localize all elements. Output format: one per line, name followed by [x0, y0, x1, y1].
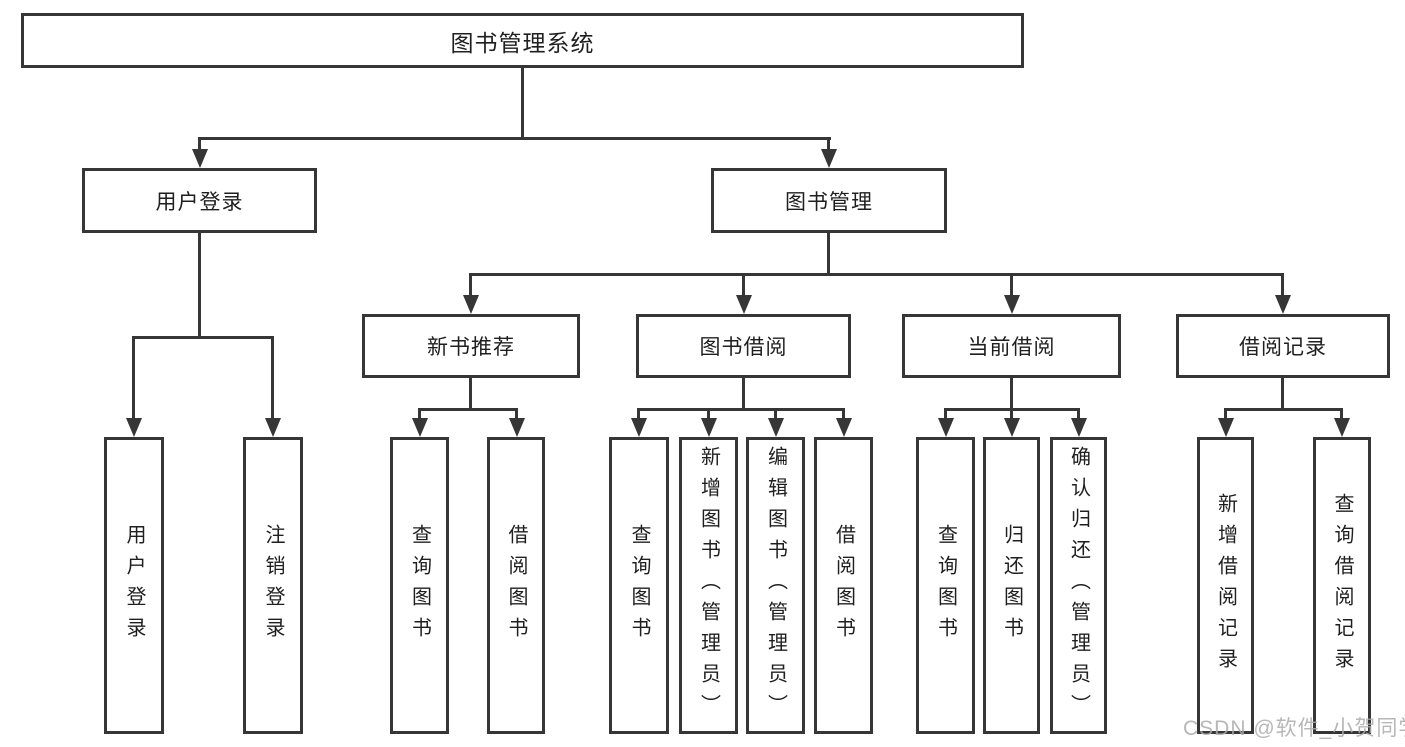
- leaf-user-login: 用户登录: [104, 437, 164, 734]
- node-label: 新增图书（管理员）: [697, 446, 720, 725]
- node-label: 图书管理: [785, 190, 873, 214]
- arrowhead-down-icon: [938, 418, 954, 437]
- csdn-watermark: CSDN @软件_小贺同学: [1183, 717, 1405, 740]
- arrowhead-down-icon: [126, 418, 142, 437]
- arrowhead-down-icon: [463, 295, 479, 314]
- node-label: 新书推荐: [427, 336, 515, 359]
- connector-line: [198, 137, 831, 140]
- connector-line: [742, 273, 745, 299]
- connector-line: [827, 233, 830, 276]
- connector-line: [469, 378, 472, 411]
- node-label: 新增借阅记录: [1214, 492, 1237, 679]
- connector-line: [469, 273, 472, 299]
- leaf-query-books-borrowing: 查询图书: [609, 437, 669, 734]
- arrowhead-down-icon: [1071, 418, 1087, 437]
- node-new-book-recommend: 新书推荐: [362, 314, 580, 378]
- connector-line: [132, 336, 135, 421]
- arrowhead-down-icon: [1004, 418, 1020, 437]
- node-label: 用户登录: [155, 190, 244, 214]
- arrowhead-down-icon: [736, 295, 752, 314]
- connector-line: [707, 408, 710, 422]
- connector-line: [842, 408, 845, 422]
- leaf-edit-books-admin: 编辑图书（管理员）: [746, 437, 805, 734]
- connector-line: [1281, 378, 1284, 411]
- connector-line: [1010, 273, 1013, 299]
- leaf-borrow-books-borrowing: 借阅图书: [814, 437, 873, 734]
- node-label: 查询图书: [934, 523, 957, 648]
- connector-line: [1224, 408, 1227, 422]
- node-label: 查询图书: [408, 523, 431, 648]
- arrowhead-down-icon: [1218, 418, 1234, 437]
- node-label: 查询图书: [628, 523, 650, 648]
- connector-line: [469, 273, 1284, 276]
- arrowhead-down-icon: [821, 149, 837, 168]
- arrowhead-down-icon: [1004, 295, 1020, 314]
- arrowhead-down-icon: [631, 418, 647, 437]
- connector-line: [1281, 273, 1284, 299]
- node-label: 借阅图书: [832, 523, 855, 648]
- node-label: 归还图书: [1000, 523, 1023, 648]
- node-label: 当前借阅: [967, 336, 1056, 359]
- connector-line: [742, 378, 745, 411]
- connector-line: [1224, 408, 1343, 411]
- connector-line: [637, 408, 640, 422]
- connector-line: [1340, 408, 1343, 422]
- node-label: 借阅记录: [1239, 336, 1327, 359]
- connector-line: [198, 233, 201, 339]
- node-library-management-system: 图书管理系统: [21, 13, 1024, 68]
- node-label: 查询借阅记录: [1331, 492, 1353, 679]
- arrowhead-down-icon: [1275, 295, 1291, 314]
- arrowhead-down-icon: [412, 418, 428, 437]
- connector-line: [418, 408, 518, 411]
- arrowhead-down-icon: [1334, 418, 1350, 437]
- leaf-confirm-return-admin: 确认归还（管理员）: [1050, 437, 1107, 734]
- arrowhead-down-icon: [701, 418, 717, 437]
- connector-line: [521, 68, 524, 139]
- connector-line: [637, 408, 845, 411]
- node-user-login: 用户登录: [82, 168, 317, 233]
- node-label: 注销登录: [262, 523, 284, 648]
- node-label: 借阅图书: [505, 523, 527, 648]
- node-label: 编辑图书（管理员）: [764, 446, 787, 725]
- node-label: 图书借阅: [699, 336, 788, 359]
- leaf-query-borrow-record: 查询借阅记录: [1313, 437, 1371, 734]
- arrowhead-down-icon: [192, 149, 208, 168]
- connector-line: [1010, 408, 1013, 422]
- connector-line: [774, 408, 777, 422]
- node-label: 用户登录: [123, 523, 145, 648]
- node-book-management: 图书管理: [711, 168, 947, 233]
- connector-line: [944, 408, 947, 422]
- node-label: 图书管理系统: [450, 29, 595, 56]
- arrowhead-down-icon: [768, 418, 784, 437]
- leaf-query-books-current: 查询图书: [916, 437, 975, 734]
- leaf-logout: 注销登录: [243, 437, 303, 734]
- node-label: 确认归还（管理员）: [1067, 446, 1090, 725]
- leaf-query-books-recommend: 查询图书: [390, 437, 449, 734]
- leaf-add-borrow-record: 新增借阅记录: [1197, 437, 1254, 734]
- connector-line: [515, 408, 518, 422]
- node-book-borrowing: 图书借阅: [636, 314, 851, 378]
- connector-line: [1077, 408, 1080, 422]
- connector-line: [1010, 378, 1013, 411]
- connector-line: [827, 137, 830, 153]
- connector-line: [271, 336, 274, 421]
- connector-line: [198, 137, 201, 153]
- leaf-return-books: 归还图书: [983, 437, 1040, 734]
- connector-line: [418, 408, 421, 422]
- leaf-add-books-admin: 新增图书（管理员）: [679, 437, 738, 734]
- node-borrowing-records: 借阅记录: [1176, 314, 1390, 378]
- leaf-borrow-books-recommend: 借阅图书: [487, 437, 545, 734]
- arrowhead-down-icon: [836, 418, 852, 437]
- arrowhead-down-icon: [265, 418, 281, 437]
- connector-line: [132, 336, 274, 339]
- arrowhead-down-icon: [509, 418, 525, 437]
- node-current-borrowing: 当前借阅: [902, 314, 1121, 378]
